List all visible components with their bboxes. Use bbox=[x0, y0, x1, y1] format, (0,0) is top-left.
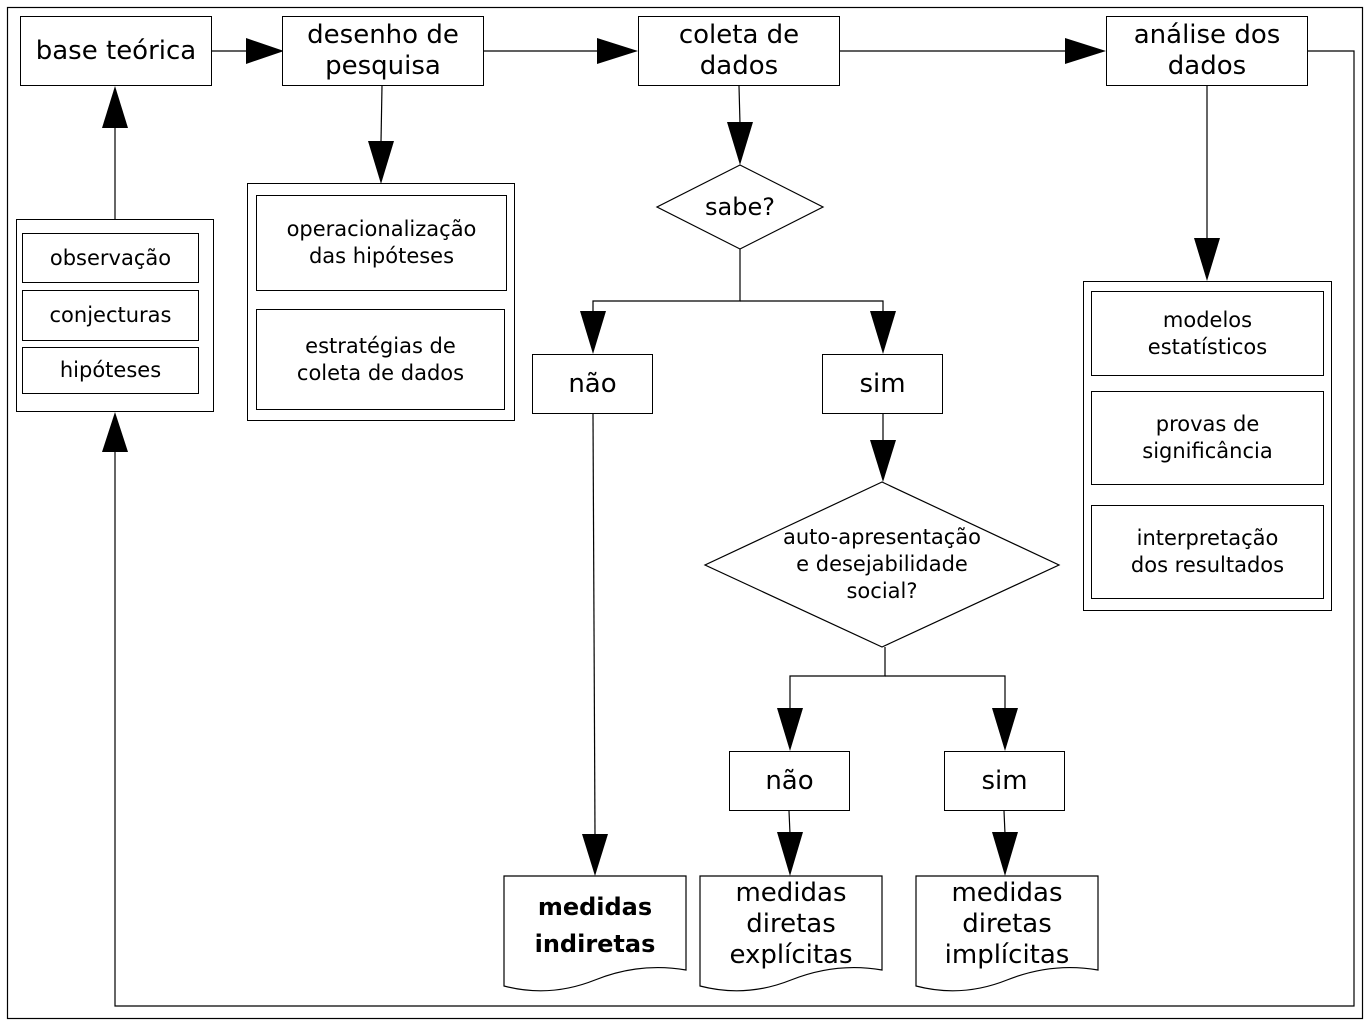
node-interpretacao: interpretação dos resultados bbox=[1091, 505, 1324, 599]
node-analise-dos-dados-label: análise dos dados bbox=[1133, 20, 1281, 81]
node-medidas-indiretas: medidas indiretas bbox=[504, 878, 686, 974]
edge-feedback-loop bbox=[114, 50, 1355, 1007]
node-nao-1: não bbox=[532, 354, 653, 414]
node-nao-1-label: não bbox=[568, 368, 617, 399]
node-operacionalizacao-label: operacionalização das hipóteses bbox=[286, 217, 477, 268]
node-provas-de-significancia-label: provas de significância bbox=[1142, 412, 1273, 463]
edge-nao-to-indiretas bbox=[592, 413, 596, 837]
edge-desenho-to-frame bbox=[380, 85, 383, 143]
outer-border bbox=[6, 6, 1364, 1020]
edge-auto-to-sim bbox=[885, 675, 1006, 709]
node-sabe: sabe? bbox=[657, 165, 823, 249]
arrowhead bbox=[870, 311, 896, 354]
arrowhead bbox=[777, 832, 803, 876]
decision-diamond-auto-apresentacao bbox=[703, 481, 1061, 648]
node-sim-2-label: sim bbox=[981, 765, 1028, 796]
node-interpretacao-label: interpretação dos resultados bbox=[1130, 526, 1285, 577]
node-conjecturas: conjecturas bbox=[22, 290, 199, 341]
node-sim-1: sim bbox=[822, 354, 943, 414]
decision-diamond-sabe bbox=[655, 164, 825, 250]
arrowhead bbox=[727, 122, 753, 165]
node-coleta-de-dados-label: coleta de dados bbox=[678, 20, 800, 81]
node-sim-2: sim bbox=[944, 751, 1065, 811]
node-desenho-de-pesquisa-label: desenho de pesquisa bbox=[307, 20, 459, 81]
node-operacionalizacao: operacionalização das hipóteses bbox=[256, 195, 507, 291]
node-modelos-estatisticos-label: modelos estatísticos bbox=[1147, 307, 1268, 359]
arrowhead bbox=[597, 38, 638, 64]
node-base-teorica-label: base teórica bbox=[35, 35, 197, 66]
node-estrategias: estratégias de coleta de dados bbox=[256, 309, 505, 410]
node-conjecturas-label: conjecturas bbox=[49, 303, 172, 327]
arrowhead bbox=[1194, 238, 1220, 281]
node-medidas-diretas-explicitas-label: medidas diretas explícitas bbox=[729, 877, 853, 970]
arrowhead bbox=[102, 86, 128, 128]
edge-sim-to-implicitas bbox=[1003, 810, 1006, 835]
arrowhead bbox=[580, 311, 606, 354]
document-shape-implicitas bbox=[915, 875, 1099, 992]
node-provas-de-significancia: provas de significância bbox=[1091, 391, 1324, 485]
node-hipoteses: hipóteses bbox=[22, 347, 199, 394]
node-sim-1-label: sim bbox=[859, 368, 906, 399]
frame-analise-details bbox=[1083, 281, 1332, 611]
node-observacao-label: observação bbox=[49, 245, 172, 270]
node-modelos-estatisticos: modelos estatísticos bbox=[1091, 291, 1324, 376]
node-nao-2-label: não bbox=[765, 765, 814, 796]
arrowhead bbox=[1065, 38, 1106, 64]
node-nao-2: não bbox=[729, 751, 850, 811]
node-auto-apresentacao-label: auto-apresentação e desejabilidade socia… bbox=[782, 525, 982, 603]
edge-nao-to-explicitas bbox=[788, 810, 791, 835]
edge-sabe-to-sim bbox=[740, 300, 884, 312]
arrowhead bbox=[777, 708, 803, 751]
node-observacao: observação bbox=[22, 233, 199, 283]
node-medidas-diretas-implicitas-label: medidas diretas implícitas bbox=[944, 877, 1070, 970]
node-sabe-label: sabe? bbox=[705, 193, 775, 221]
node-auto-apresentacao: auto-apresentação e desejabilidade socia… bbox=[705, 482, 1059, 647]
node-base-teorica: base teórica bbox=[20, 16, 212, 86]
frame-base-teorica-inputs bbox=[16, 219, 214, 412]
arrowhead bbox=[582, 834, 608, 876]
document-shape-explicitas bbox=[699, 875, 883, 992]
node-analise-dos-dados: análise dos dados bbox=[1106, 16, 1308, 86]
node-medidas-diretas-implicitas: medidas diretas implícitas bbox=[916, 876, 1098, 972]
edge-auto-to-nao bbox=[789, 647, 886, 709]
node-hipoteses-label: hipóteses bbox=[59, 358, 162, 382]
arrowhead bbox=[992, 708, 1018, 751]
edge-sabe-to-nao bbox=[592, 249, 741, 312]
arrowhead bbox=[246, 38, 284, 64]
document-shape-indiretas bbox=[503, 875, 687, 992]
node-medidas-indiretas-label: medidas indiretas bbox=[534, 893, 656, 958]
arrowhead bbox=[102, 412, 128, 452]
frame-desenho-details bbox=[247, 183, 515, 421]
node-estrategias-label: estratégias de coleta de dados bbox=[296, 333, 465, 385]
arrowhead bbox=[992, 832, 1018, 876]
edge-coleta-to-sabe bbox=[738, 85, 741, 125]
arrowhead bbox=[368, 141, 394, 184]
node-coleta-de-dados: coleta de dados bbox=[638, 16, 840, 86]
node-desenho-de-pesquisa: desenho de pesquisa bbox=[282, 16, 484, 86]
node-medidas-diretas-explicitas: medidas diretas explícitas bbox=[700, 876, 882, 972]
arrowhead bbox=[870, 440, 896, 482]
